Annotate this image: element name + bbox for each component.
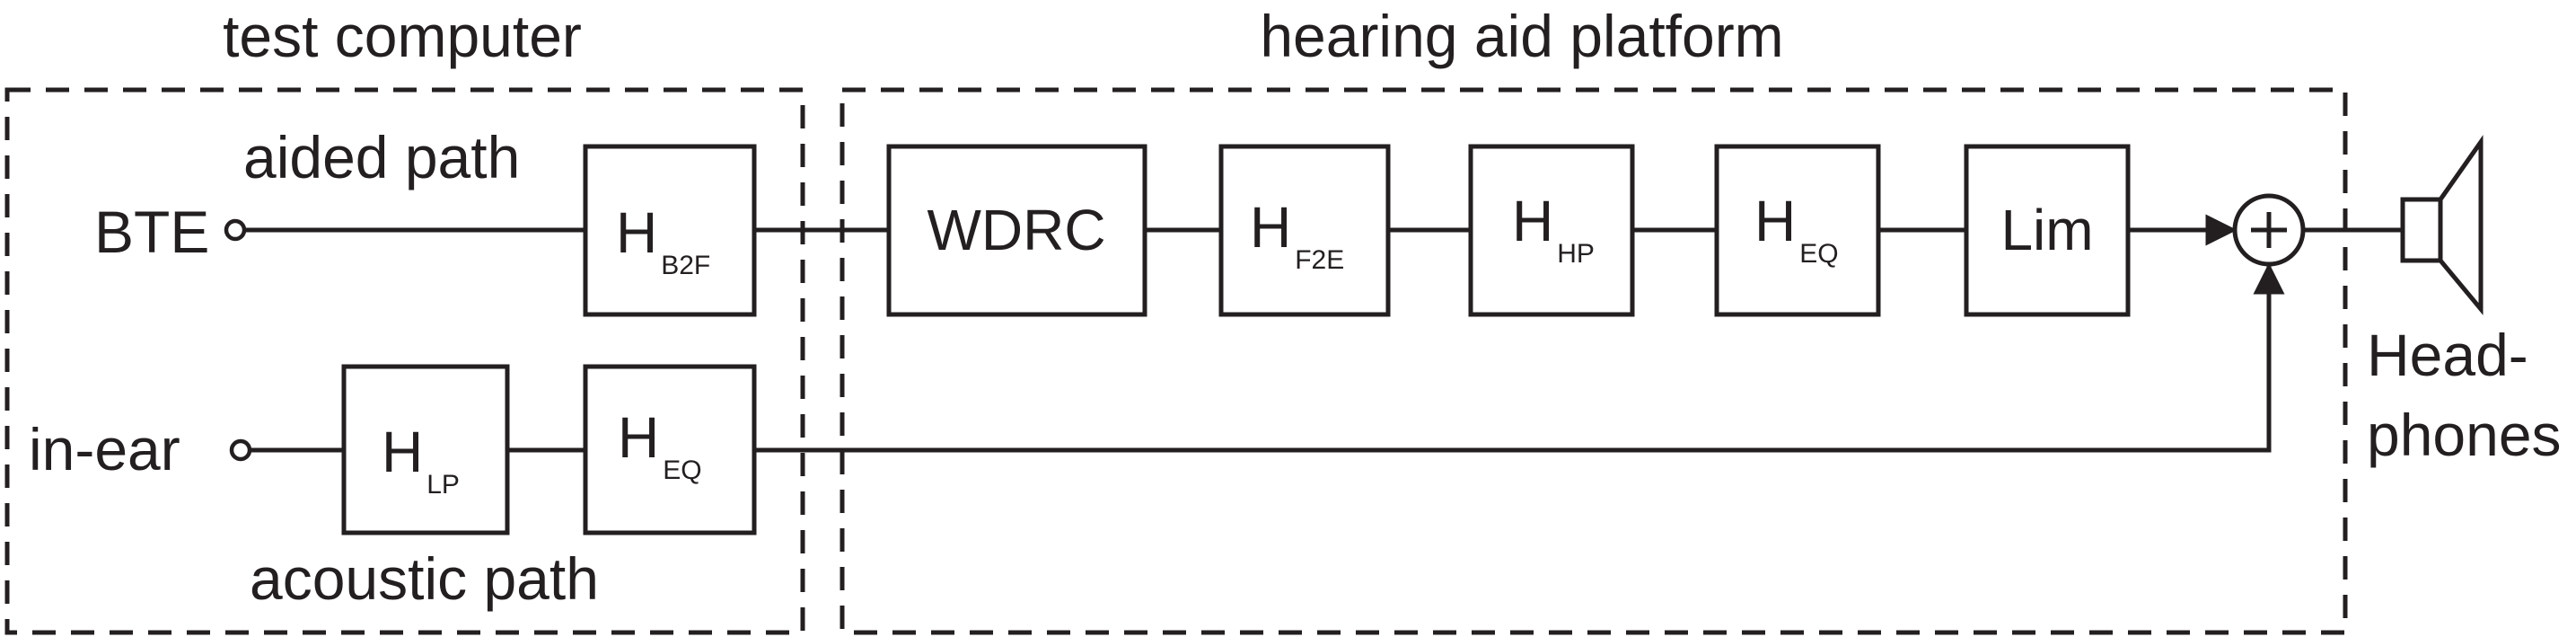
headphones-label-line2: phones	[2367, 402, 2562, 468]
h-f2e-block: HF2E	[1218, 144, 1391, 317]
svg-text:HB2F: HB2F	[616, 200, 710, 280]
svg-text:HF2E: HF2E	[1250, 195, 1344, 275]
wdrc-block: WDRC	[886, 144, 1147, 317]
svg-text:HEQ: HEQ	[1754, 189, 1839, 269]
acoustic-path-label: acoustic path	[250, 545, 599, 612]
headphones-icon	[2400, 135, 2484, 315]
arrow-eq-to-sum	[754, 262, 2285, 453]
svg-text:Lim: Lim	[2000, 198, 2093, 262]
headphones-label-line1: Head-	[2367, 322, 2528, 388]
test-computer-frame	[4, 87, 805, 635]
h-eq-acoustic-block: HEQ	[583, 364, 757, 535]
h-eq-aided-block: HEQ	[1714, 144, 1881, 317]
aided-path-label: aided path	[243, 124, 520, 190]
h-hp-block: HHP	[1468, 144, 1635, 317]
bte-input-port	[224, 218, 247, 242]
svg-text:HHP: HHP	[1512, 189, 1595, 269]
test-computer-title: test computer	[223, 3, 582, 69]
hearing-aid-platform-title: hearing aid platform	[1260, 3, 1783, 69]
bte-input-label: BTE	[94, 199, 209, 265]
h-lp-block: HLP	[341, 364, 510, 535]
svg-text:HEQ: HEQ	[618, 405, 702, 485]
in-ear-input-label: in-ear	[29, 416, 180, 482]
lim-block: Lim	[1964, 144, 2131, 317]
svg-text:HLP: HLP	[382, 420, 460, 500]
in-ear-input-port	[229, 438, 252, 462]
h-b2f-block: HB2F	[583, 144, 757, 317]
summing-junction	[2232, 193, 2306, 267]
svg-text:WDRC: WDRC	[927, 198, 1105, 262]
hearing-aid-platform-frame	[840, 87, 2348, 635]
